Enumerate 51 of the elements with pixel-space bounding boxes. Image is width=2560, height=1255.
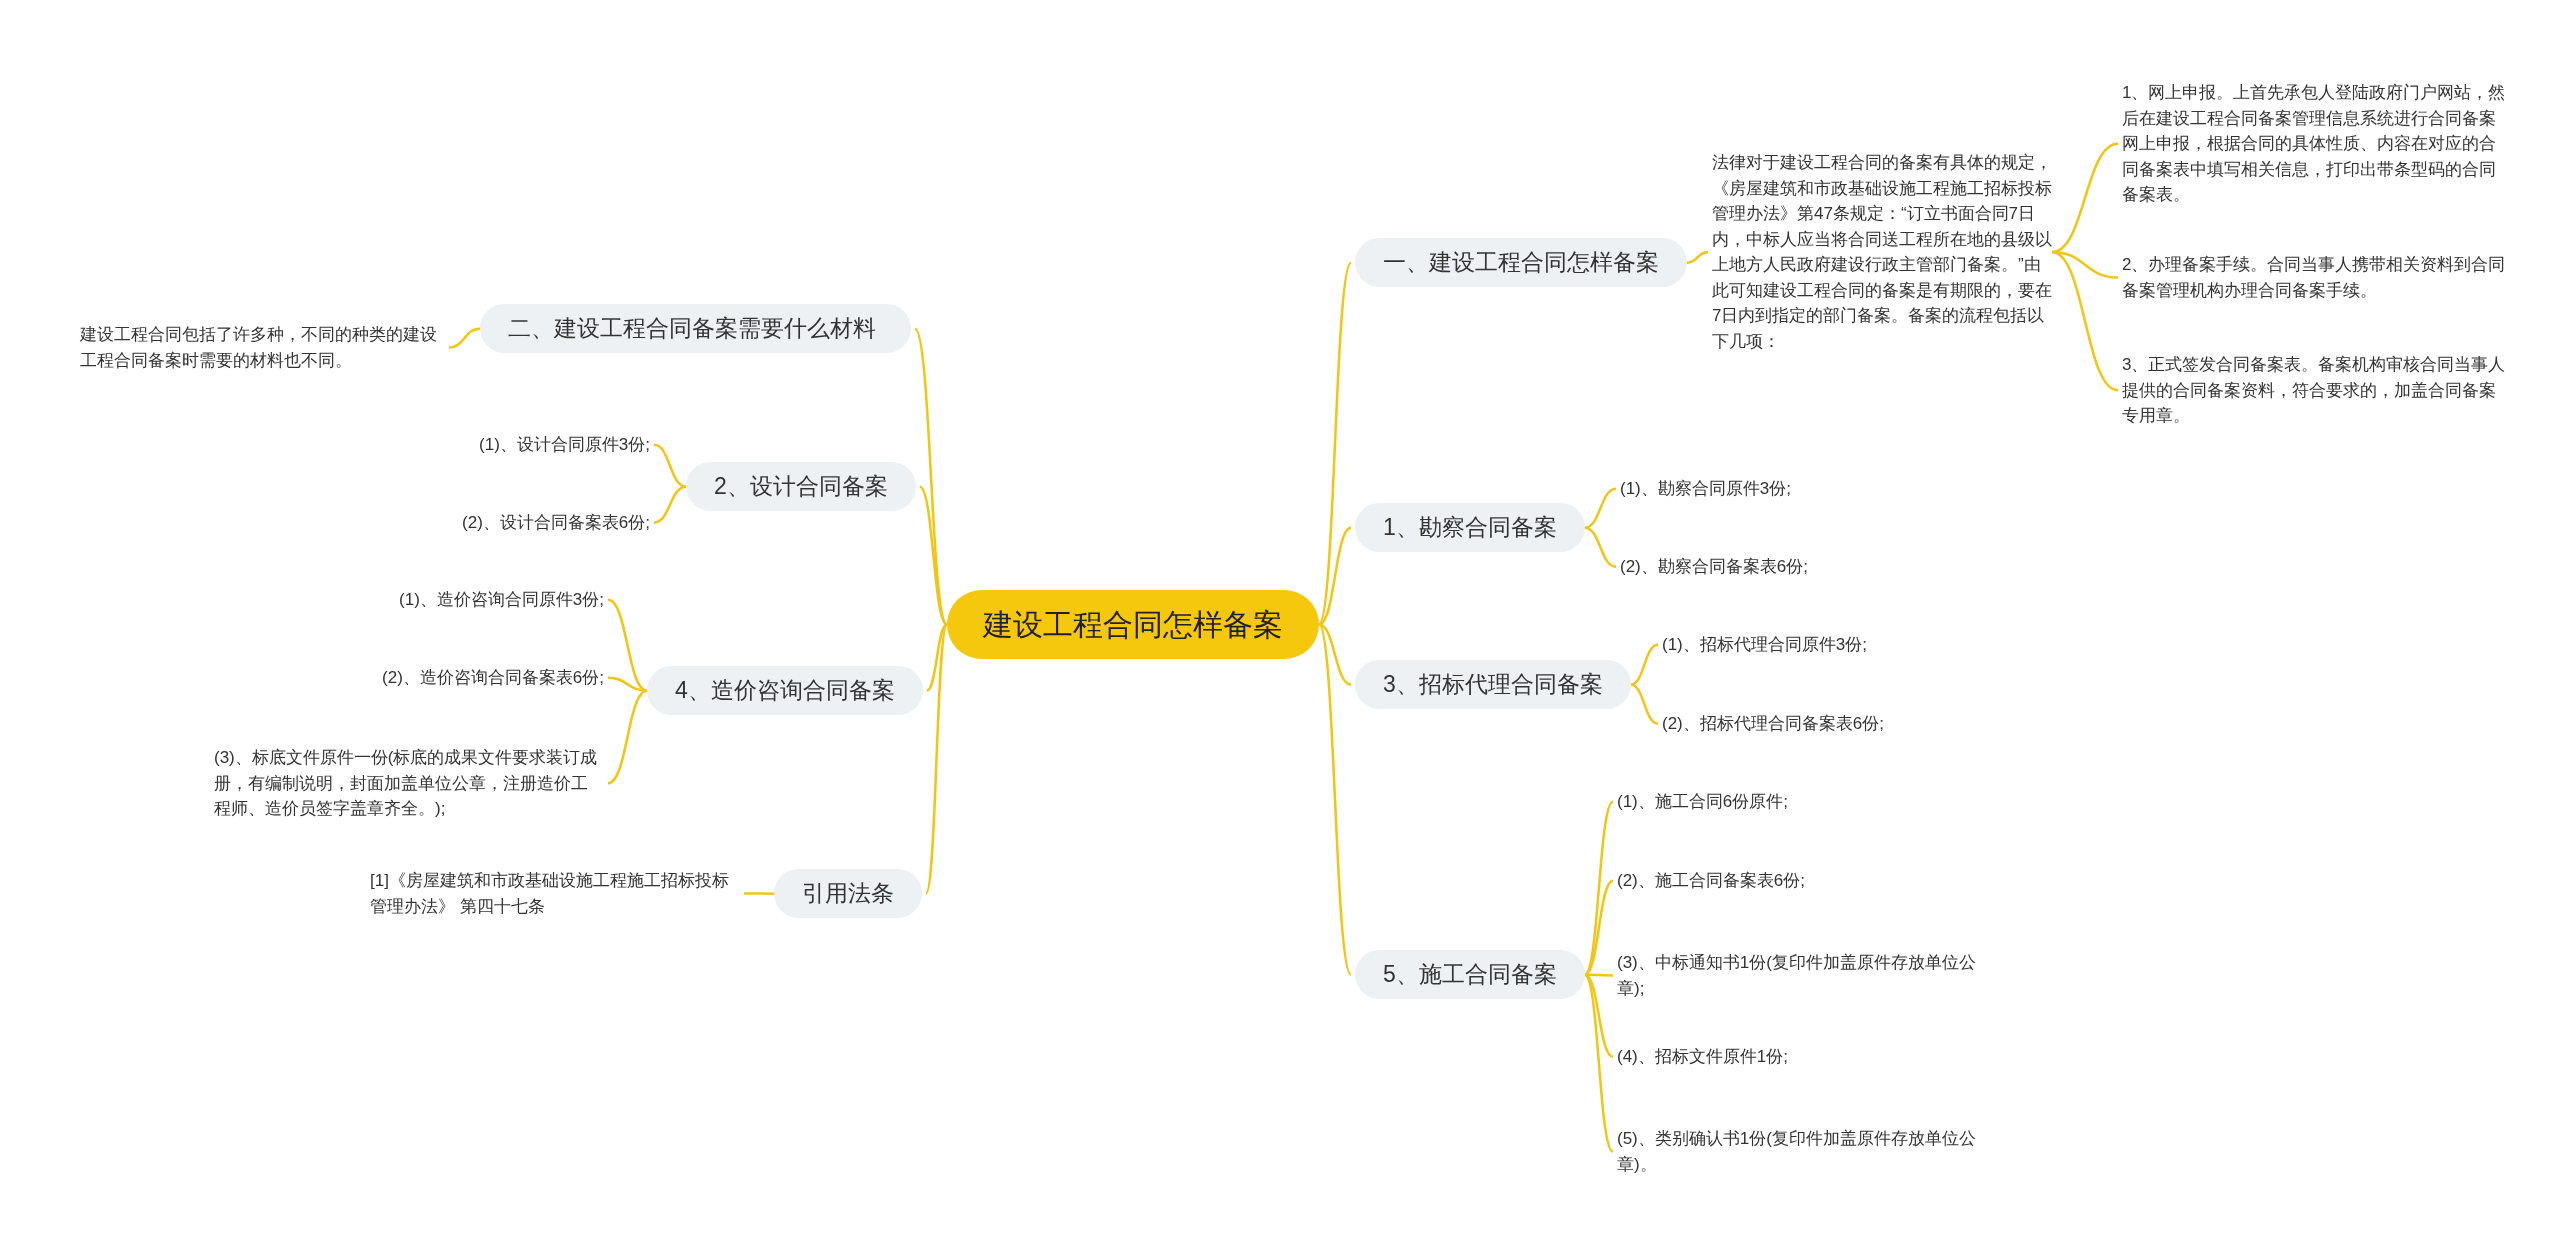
connector-line (926, 623, 948, 692)
connector-line (1318, 526, 1352, 626)
connector-line (918, 485, 948, 626)
connector-line (607, 689, 648, 785)
connector-line (2051, 142, 2119, 254)
connector-line (607, 676, 648, 692)
note-text: 2、办理备案手续。合同当事人携带相关资料到合同备案管理机构办理合同备案手续。 (2122, 252, 2507, 303)
note-text: (1)、设计合同原件3份; (330, 432, 650, 458)
connector-line (653, 485, 687, 524)
note-text: (5)、类别确认书1份(复印件加盖原件存放单位公章)。 (1617, 1126, 1977, 1177)
connector-line (448, 327, 481, 349)
topic-pill: 5、施工合同备案 (1355, 950, 1585, 1000)
connector-line (653, 443, 687, 488)
note-text: (3)、中标通知书1份(复印件加盖原件存放单位公章); (1617, 950, 1977, 1001)
note-text: (1)、施工合同6份原件; (1617, 789, 1977, 815)
note-text: 1、网上申报。上首先承包人登陆政府门户网站，然后在建设工程合同备案管理信息系统进行合同备案网上申报，根据合同的具体性质、内容在对应的合同备案表中填写相关信息，打印出带条型码的合同备案表。 (2122, 80, 2507, 208)
connector-line (2051, 250, 2119, 392)
central-topic: 建设工程合同怎样备案 (947, 590, 1319, 659)
connector-line (1686, 250, 1709, 264)
topic-pill: 二、建设工程合同备案需要什么材料 (480, 304, 911, 354)
note-text: (2)、招标代理合同备案表6份; (1662, 711, 1982, 737)
note-text: 建设工程合同包括了许多种，不同的种类的建设工程合同备案时需要的材料也不同。 (80, 322, 445, 373)
note-text: (4)、招标文件原件1份; (1617, 1044, 1977, 1070)
note-text: [1]《房屋建筑和市政基础设施工程施工招标投标管理办法》 第四十七条 (370, 868, 740, 919)
connector-line (1630, 683, 1659, 725)
connector-line (924, 623, 949, 895)
note-text: 法律对于建设工程合同的备案有具体的规定，《房屋建筑和市政基础设施工程施工招标投标管理办法》第47条规定：“订立书面合同7日内，中标人应当将合同送工程所在地的县级以上地方人民政府建设行政主管部门备案。”由此可知建设工程合同的备案是有期限的，要在7日内到指定的部门备案。备案的流程包括以下几项： (1712, 150, 2052, 354)
connector-line (1584, 973, 1613, 977)
topic-pill: 1、勘察合同备案 (1355, 503, 1585, 553)
topic-pill: 一、建设工程合同怎样备案 (1355, 238, 1687, 288)
connector-line (1630, 643, 1659, 686)
topic-pill: 4、造价咨询合同备案 (647, 666, 923, 716)
note-text: (1)、招标代理合同原件3份; (1662, 632, 1982, 658)
note-text: (1)、勘察合同原件3份; (1620, 476, 1940, 502)
connector-line (1583, 800, 1614, 976)
note-text: (1)、造价咨询合同原件3份; (284, 587, 604, 613)
connector-line (1584, 879, 1614, 976)
topic-pill: 引用法条 (774, 869, 922, 919)
note-text: (3)、标底文件原件一份(标底的成果文件要求装订成册，有编制说明，封面加盖单位公章，注册造价工程师、造价员签字盖章齐全。); (214, 745, 604, 822)
topic-pill: 2、设计合同备案 (686, 462, 916, 512)
connector-line (1584, 526, 1617, 568)
note-text: (2)、施工合同备案表6份; (1617, 868, 1977, 894)
note-text: (2)、造价咨询合同备案表6份; (284, 665, 604, 691)
connector-line (1583, 973, 1614, 1153)
topic-pill: 3、招标代理合同备案 (1355, 660, 1631, 710)
connector-line (744, 892, 774, 895)
connector-line (1584, 487, 1617, 529)
note-text: 3、正式签发合同备案表。备案机构审核合同当事人提供的合同备案资料，符合要求的，加盖合同备案专用章。 (2122, 352, 2507, 429)
connector-line (1318, 623, 1352, 686)
note-text: (2)、勘察合同备案表6份; (1620, 554, 1940, 580)
note-text: (2)、设计合同备案表6份; (330, 510, 650, 536)
